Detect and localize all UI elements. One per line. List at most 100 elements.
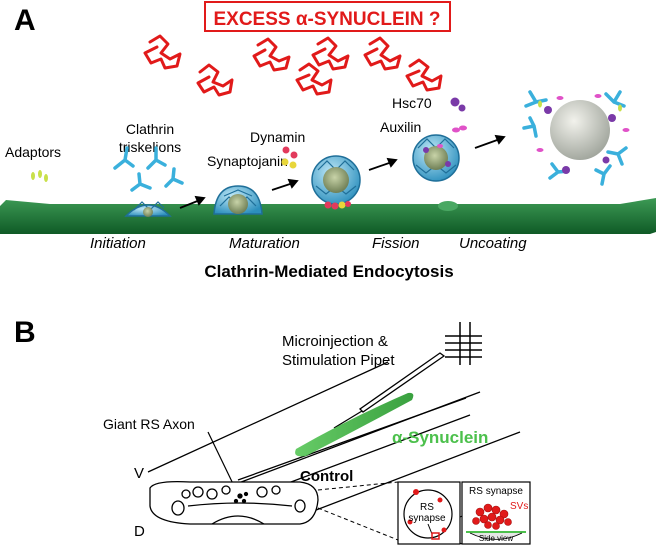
sv-dot xyxy=(495,515,505,525)
hsc70-dot xyxy=(544,106,552,114)
dynamin-collar-dot xyxy=(338,201,346,209)
sv-dot xyxy=(487,512,497,522)
dynamin-dot xyxy=(290,151,298,159)
side-view-label: Side view xyxy=(479,534,513,543)
arrow-3 xyxy=(368,161,393,171)
label-auxilin: Auxilin xyxy=(380,119,421,135)
auxilin-bound xyxy=(437,144,443,148)
spinal-cord-cross-section xyxy=(149,480,319,525)
synapse-dot xyxy=(407,519,413,525)
synapse-dot xyxy=(441,527,447,533)
auxilin-dot xyxy=(556,96,564,100)
svs-label: SVs xyxy=(510,501,528,512)
triskelion-icon xyxy=(164,167,184,188)
axon-profile xyxy=(256,486,268,498)
triskelion-icon xyxy=(522,116,538,138)
released-chaperones xyxy=(536,94,630,174)
pipet-tip xyxy=(333,410,363,429)
label-clathrin-2: triskelions xyxy=(119,139,181,155)
triskelion-icon xyxy=(606,146,628,166)
vesicle-initiation xyxy=(124,201,172,217)
axon-profile xyxy=(271,485,281,495)
synuclein-strand xyxy=(363,36,402,71)
auxilin-dot xyxy=(594,94,602,98)
triskelion-icon xyxy=(130,172,152,192)
sv-dot xyxy=(484,521,492,529)
panel-a-caption: Clathrin-Mediated Endocytosis xyxy=(204,262,453,281)
pipet-connector-icon xyxy=(445,322,482,365)
sv-dot xyxy=(491,505,501,515)
hsc70-auxilin-molecules xyxy=(450,97,467,133)
synuclein-strand xyxy=(295,62,333,96)
synuclein-strand xyxy=(252,37,291,72)
panel-a-letter: A xyxy=(14,4,36,37)
synuclein-strand xyxy=(405,58,443,92)
stage-fission: Fission xyxy=(372,235,420,252)
synaptojanin-dot xyxy=(281,158,289,166)
axon-edge xyxy=(147,361,389,473)
rs-label-2: synapse xyxy=(408,513,446,524)
pit-core xyxy=(143,207,153,217)
auxilin-dot xyxy=(452,127,460,133)
auxilin-dot xyxy=(459,125,467,131)
sv-dot xyxy=(483,503,493,513)
synapse-base xyxy=(469,532,523,540)
axon-pointer xyxy=(207,431,237,491)
arrow-head xyxy=(287,178,299,189)
adaptor-dot xyxy=(44,174,48,182)
dorsal-label: D xyxy=(134,523,145,540)
arrow-head xyxy=(386,157,398,168)
axon-profile xyxy=(294,499,306,513)
hsc70-dot xyxy=(602,156,610,164)
naked-vesicle xyxy=(550,100,610,160)
synapse-dot xyxy=(413,489,419,495)
triskelion-icon xyxy=(524,90,548,108)
hsc70-dot xyxy=(562,166,570,174)
vesicle-maturation xyxy=(213,185,263,215)
sv-dot xyxy=(499,509,509,519)
synuclein-strand xyxy=(143,34,182,70)
auxilin-dot xyxy=(536,148,544,152)
inset-title: RS synapse xyxy=(469,486,523,497)
dynamin-dot xyxy=(282,146,290,154)
arrow-1 xyxy=(179,199,201,209)
triskelion-icon xyxy=(604,90,626,108)
process-arrows xyxy=(179,134,506,209)
vesicle-fission xyxy=(311,155,361,210)
membrane-bump xyxy=(438,201,458,211)
panel-b: B Microinjection & Stimulation Pipet α-S… xyxy=(14,316,531,545)
panel-a: A EXCESS α-SYNUCLEIN ? Adaptors Clathrin… xyxy=(0,1,656,281)
adaptor-dot xyxy=(31,172,35,180)
zoom-line xyxy=(317,481,399,491)
sv-dot xyxy=(504,518,512,526)
axon-profile xyxy=(192,486,204,498)
panel-b-letter: B xyxy=(14,316,36,349)
control-label: Control xyxy=(300,468,353,485)
synuclein-injection xyxy=(295,392,414,457)
arrow-head xyxy=(194,195,206,206)
rs-highlight-box xyxy=(431,532,440,540)
hsc70-dot xyxy=(450,97,460,107)
site-dot xyxy=(241,498,247,504)
adaptor-dot xyxy=(538,100,542,108)
gray-matter xyxy=(187,502,293,507)
released-triskelions xyxy=(522,90,628,186)
headline-box xyxy=(204,1,451,32)
pipet xyxy=(358,352,446,413)
headline-text: EXCESS α-SYNUCLEIN ? xyxy=(213,9,440,30)
dynamin-collar-dot xyxy=(324,201,332,209)
label-hsc70: Hsc70 xyxy=(392,95,432,111)
fission-core xyxy=(323,167,349,193)
site-dot xyxy=(237,493,243,499)
dynamin-collar-dot xyxy=(331,202,339,210)
vesicle-uncoated xyxy=(522,90,630,186)
synaptojanin-dot xyxy=(289,161,297,169)
triskelion-icon xyxy=(594,164,612,186)
triskelion-icon xyxy=(113,146,135,170)
auxilin-dot xyxy=(622,128,630,132)
notochord-curve xyxy=(211,515,265,525)
synuclein-strand xyxy=(196,63,234,97)
label-synaptojanin: Synaptojanin xyxy=(207,153,288,169)
synapse-dot xyxy=(437,497,443,503)
